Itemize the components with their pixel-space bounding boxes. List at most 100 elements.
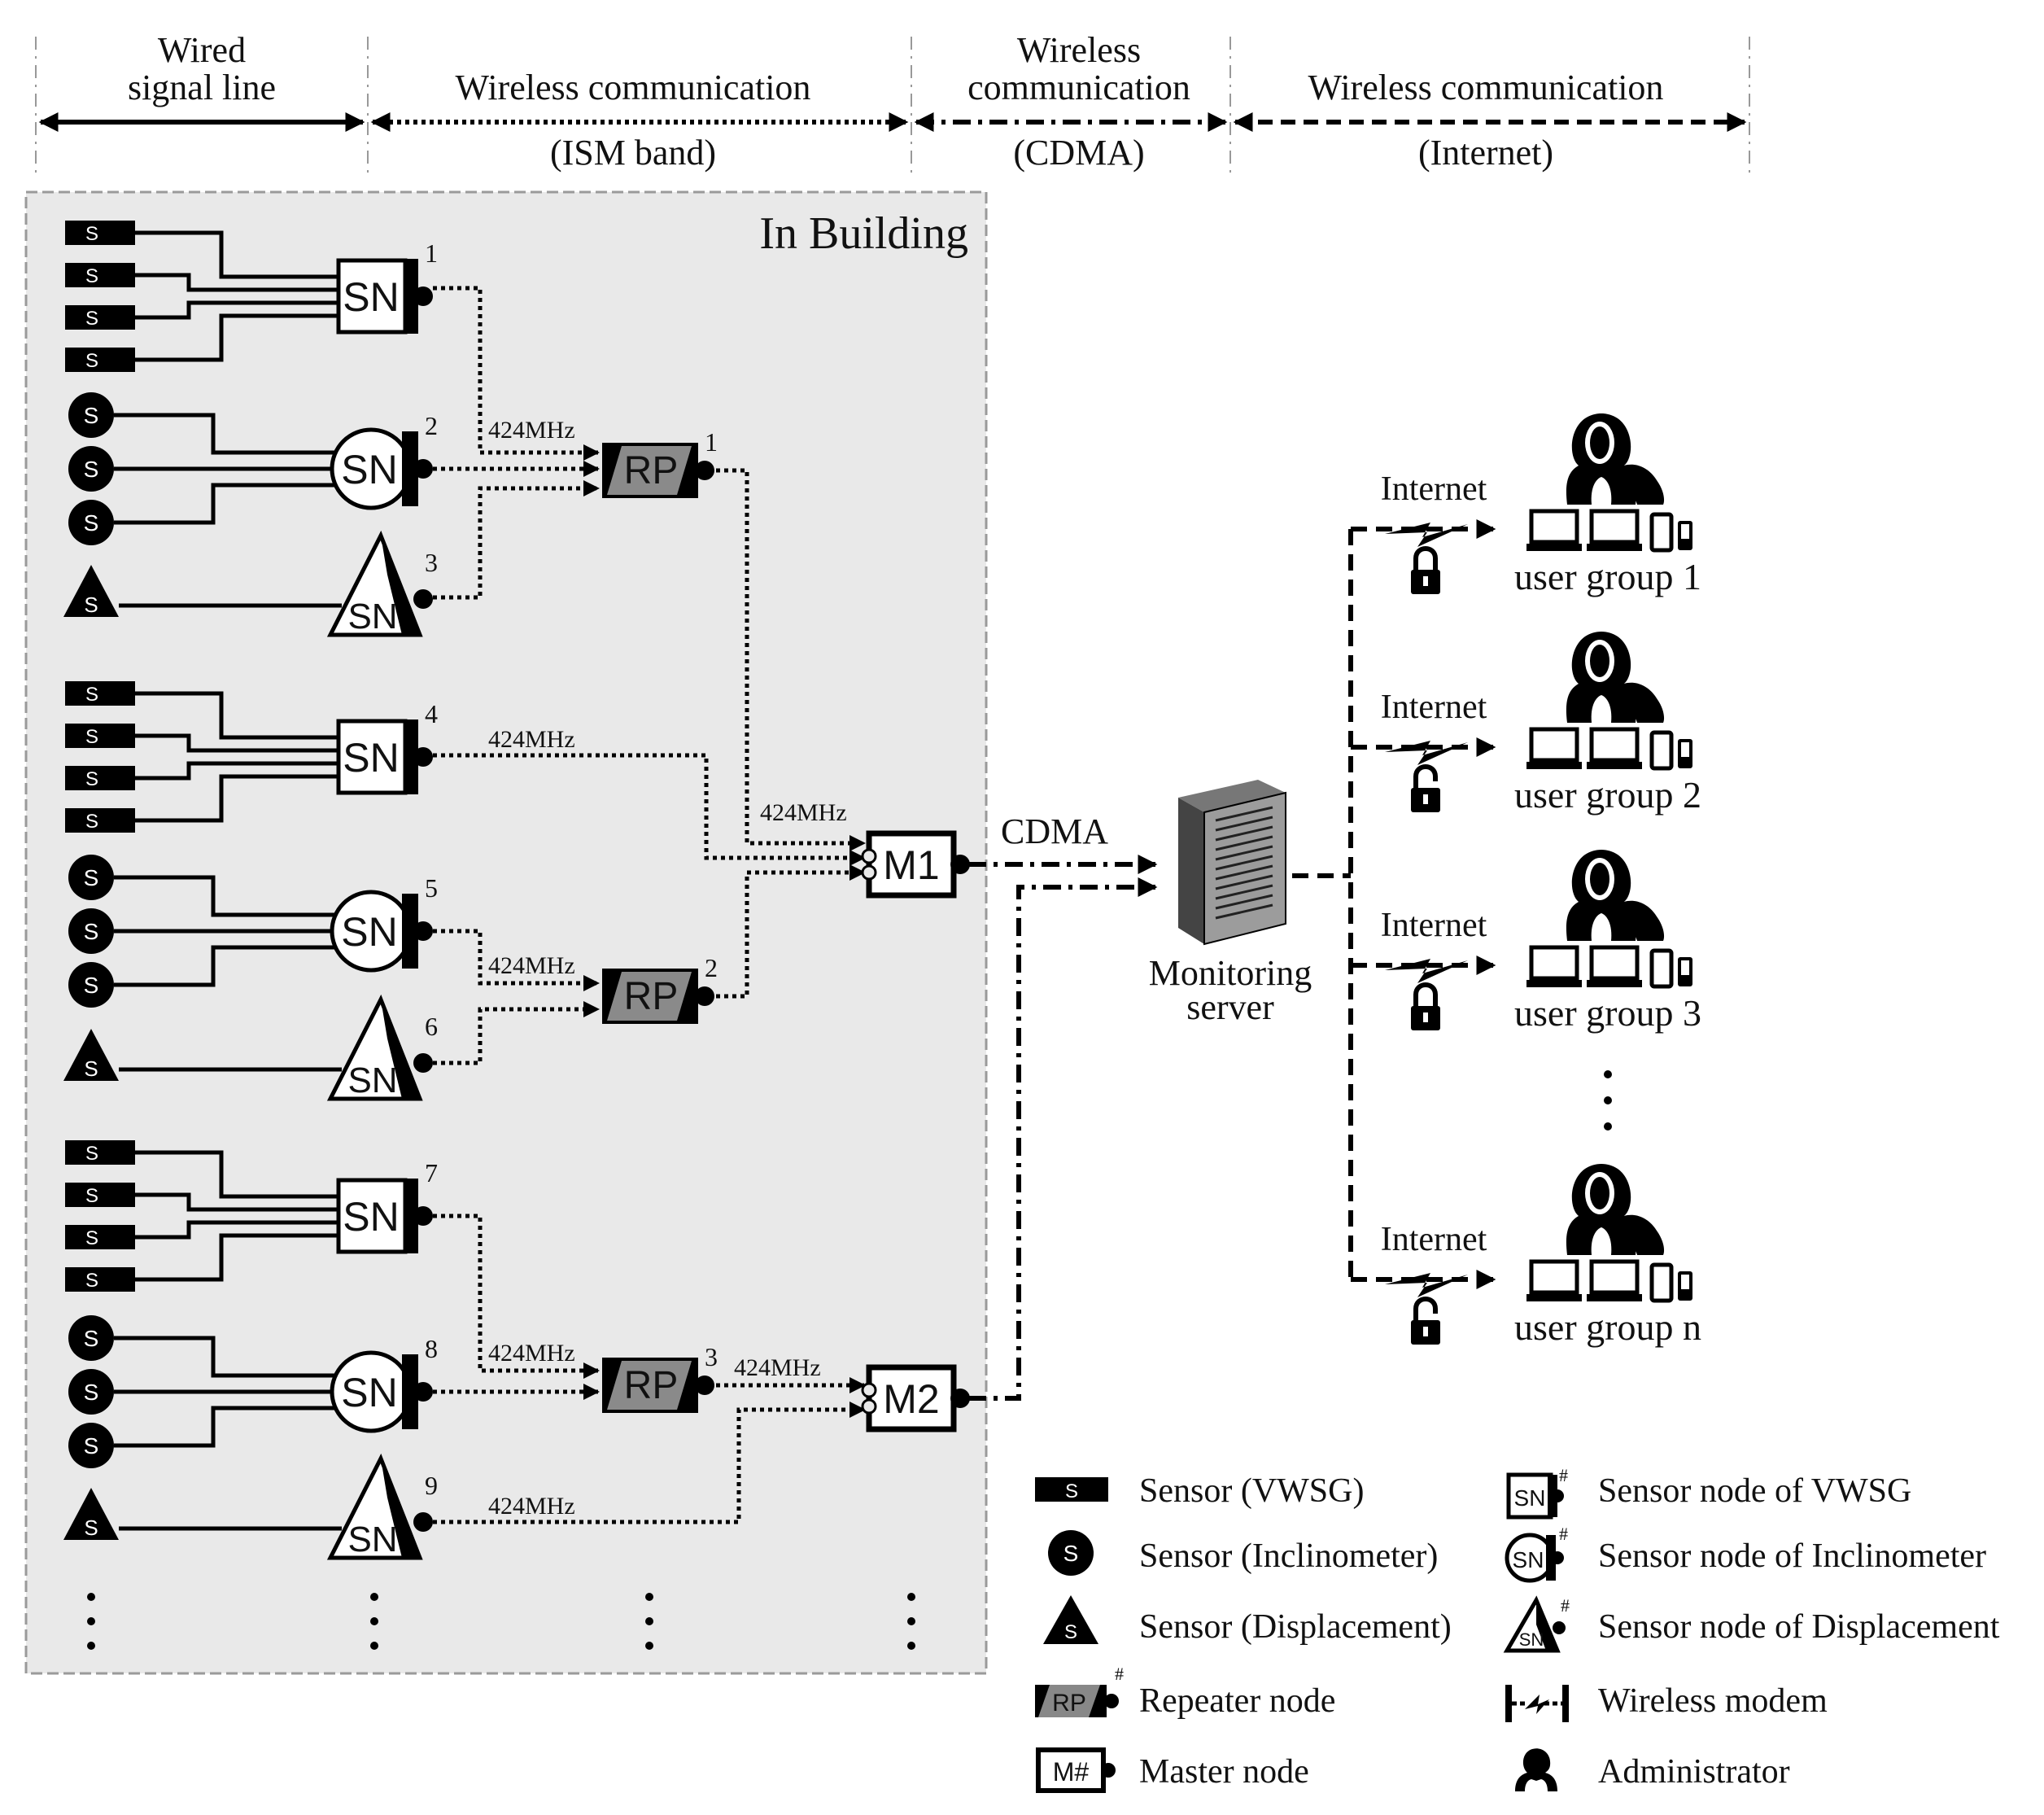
legend-sn-vwsg-hash: # [1559, 1465, 1568, 1485]
wired-signal-line [114, 413, 342, 455]
vwsg-sensor-letter: S [85, 1185, 98, 1207]
lock-open-icon [1411, 1299, 1440, 1345]
legend-inclinometer-sensor-letter: S [1063, 1541, 1079, 1566]
wired-signal-line [135, 1220, 338, 1240]
repeater-node-label: RP [624, 449, 679, 492]
vwsg-sensor-letter: S [85, 1270, 98, 1292]
inclinometer-sensor-icon [68, 962, 114, 1008]
legend-inclinometer-sensor-icon [1048, 1530, 1094, 1576]
master-node-inport [861, 1398, 877, 1415]
wired-signal-line [135, 273, 338, 292]
sn-node-port [413, 1206, 433, 1226]
vwsg-sensor-letter: S [85, 265, 98, 287]
legend-sn-incl-label: SN [1513, 1547, 1544, 1572]
wires-layer [114, 230, 866, 1531]
lightning-icon [1385, 959, 1468, 983]
sn-node-number: 6 [425, 1012, 438, 1041]
sn-node-number: 7 [425, 1158, 438, 1187]
vwsg-sensor-icon [65, 263, 135, 287]
legend-wireless-modem-icon [1505, 1685, 1569, 1722]
master-node-inport [861, 848, 877, 864]
legend: S Sensor (VWSG) S Sensor (Inclinometer) … [1035, 1465, 2000, 1793]
repeater-node-number: 1 [705, 427, 718, 457]
vwsg-sensor-icon [65, 305, 135, 330]
frequency-label: 424MHz [488, 417, 575, 444]
wired-signal-line [114, 1406, 342, 1448]
vwsg-sensor-letter: S [85, 350, 98, 372]
repeater-node-number: 2 [705, 953, 718, 982]
sn-node-antenna-bar [404, 1179, 418, 1253]
vwsg-sensor-letter: S [85, 811, 98, 833]
sn-node-port [413, 589, 433, 609]
user-groups-ellipsis [1604, 1070, 1612, 1131]
user-group-label: user group 3 [1514, 992, 1701, 1034]
inclinometer-sensor-icon [68, 1423, 114, 1468]
master-node [866, 1364, 957, 1432]
ellipsis-dot [370, 1642, 378, 1650]
inclinometer-sensor-icon [68, 392, 114, 438]
repeater-node-port [695, 1375, 714, 1395]
header-ism-line2: (ISM band) [550, 133, 716, 173]
inclinometer-sensor-icon [68, 855, 114, 900]
header-cdma-line3: (CDMA) [1013, 133, 1144, 173]
sn-node-antenna-bar [381, 999, 420, 1099]
vwsg-sensor-icon [65, 766, 135, 790]
sn-node-antenna-bar [402, 894, 418, 969]
vwsg-sensor-letter: S [85, 684, 98, 706]
vwsg-sensor-icon [65, 1225, 135, 1249]
administrator-icon [1566, 850, 1665, 941]
legend-administrator: Administrator [1598, 1753, 1790, 1791]
user-group-label: user group n [1514, 1306, 1701, 1348]
legend-sensor-inclinometer: Sensor (Inclinometer) [1139, 1537, 1438, 1575]
displacement-sensor-letter: S [84, 593, 98, 617]
legend-sensor-displacement: Sensor (Displacement) [1139, 1608, 1452, 1646]
vwsg-sensor-icon [65, 1183, 135, 1207]
legend-sn-incl-hash: # [1559, 1524, 1568, 1544]
displacement-sensor-icon [63, 565, 119, 617]
ellipsis-dot [87, 1617, 95, 1625]
ellipsis-dot [370, 1617, 378, 1625]
sn-node-number: 4 [425, 699, 438, 728]
displacement-sensor-icon [63, 1029, 119, 1081]
displacement-sensor-icon [63, 1488, 119, 1540]
master-node-port [950, 1389, 970, 1408]
internet-label: Internet [1381, 907, 1487, 944]
sn-node-label: SN [347, 1061, 397, 1100]
repeater-node-port [695, 461, 714, 480]
legend-repeater-hash: # [1115, 1664, 1124, 1684]
ellipsis-dot [87, 1593, 95, 1601]
frequency-label: 424MHz [488, 726, 575, 753]
sn-node-number: 5 [425, 873, 438, 903]
inclinometer-sensor-letter: S [84, 919, 99, 944]
legend-displacement-sensor-icon [1043, 1595, 1098, 1644]
legend-repeater-icon: RP # [1035, 1664, 1124, 1717]
legend-sn-displacement: Sensor node of Displacement [1598, 1608, 2000, 1646]
cdma-label: CDMA [1001, 811, 1108, 851]
inclinometer-sensor-letter: S [84, 1326, 99, 1351]
displacement-sensor-letter: S [84, 1515, 98, 1540]
sn-node-port [413, 459, 433, 479]
inclinometer-sensor-letter: S [84, 865, 99, 890]
sn-node-antenna-bar [402, 431, 418, 506]
wired-signal-line [135, 774, 338, 823]
wired-signal-line [114, 945, 342, 987]
monitoring-server-icon [1178, 780, 1286, 946]
devices-icon [1526, 511, 1692, 551]
legend-sn-disp-label: SN [1519, 1629, 1544, 1650]
legend-sn-vwsg-icon: SN # [1506, 1465, 1568, 1520]
internet-label: Internet [1381, 689, 1487, 726]
vwsg-sensor-icon [65, 724, 135, 748]
header-internet-line1: Wireless communication [1308, 68, 1664, 107]
sn-node-port [413, 286, 433, 306]
frequency-label: 424MHz [488, 1493, 575, 1520]
header-wired-line2: signal line [128, 68, 276, 107]
master-node-port [950, 855, 970, 874]
displacement-sensor-letter: S [84, 1056, 98, 1081]
link-sn1-rp1 [433, 286, 600, 461]
devices-icon [1526, 729, 1692, 769]
wired-signal-line [114, 1336, 342, 1378]
server-label-line1: Monitoring [1149, 953, 1312, 993]
wired-signal-line [114, 483, 342, 525]
master-node-label: M2 [883, 1376, 939, 1422]
wired-signal-line [135, 761, 338, 781]
